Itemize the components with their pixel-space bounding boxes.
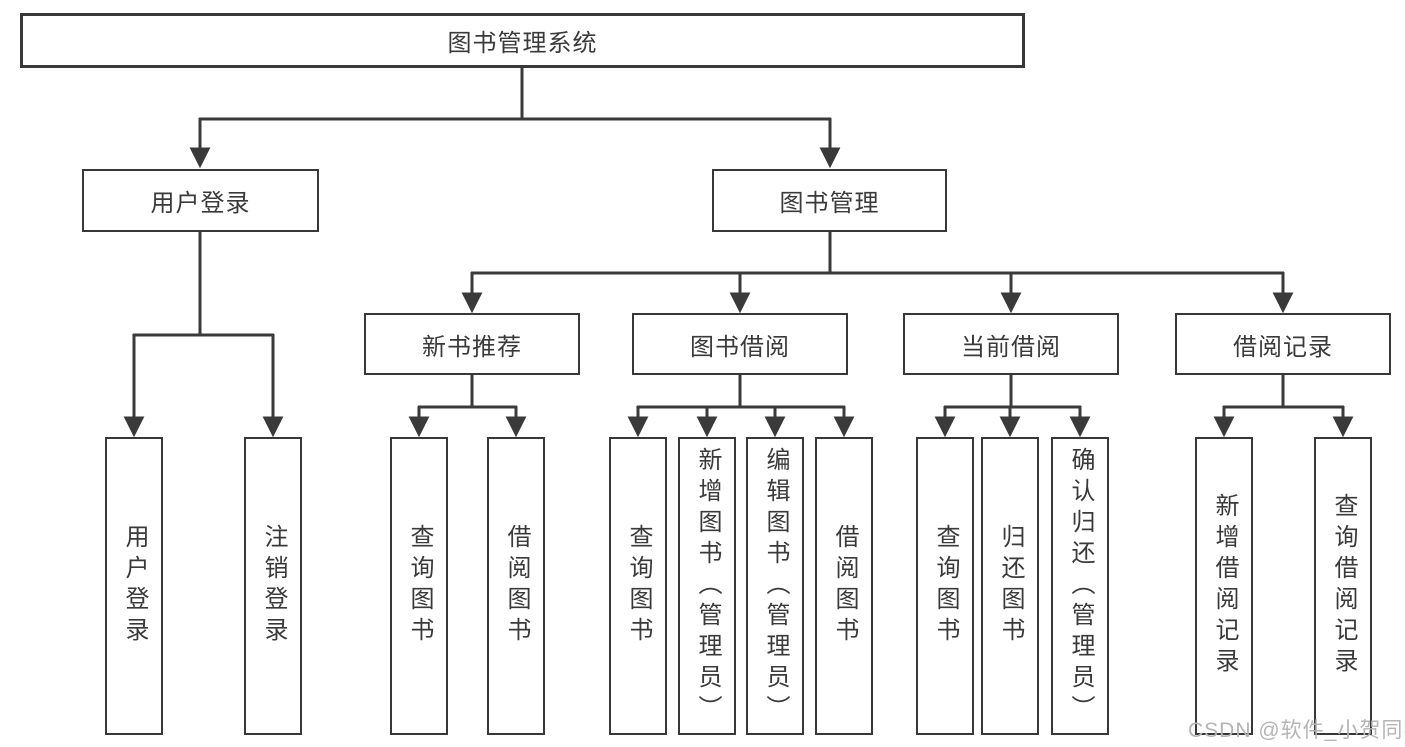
leaf-add-books-admin: 新增图书（管理员）: [678, 437, 736, 735]
node-current-borrowing: 当前借阅: [903, 313, 1119, 375]
leaf-query-books-borrowing: 查询图书: [609, 437, 667, 735]
node-book-management: 图书管理: [712, 169, 947, 232]
node-book-borrowing: 图书借阅: [632, 313, 848, 375]
leaf-borrow-books: 借阅图书: [815, 437, 873, 735]
watermark: CSDN @软件_小贺同学: [1188, 719, 1405, 742]
leaf-return-books: 归还图书: [981, 437, 1039, 735]
leaf-query-books-current: 查询图书: [916, 437, 974, 735]
leaf-add-borrow-record: 新增借阅记录: [1195, 437, 1253, 735]
leaf-borrow-books-recommend: 借阅图书: [487, 437, 545, 735]
node-user-login: 用户登录: [82, 169, 319, 232]
leaf-query-books-recommend: 查询图书: [390, 437, 448, 735]
leaf-edit-books-admin: 编辑图书（管理员）: [746, 437, 804, 735]
node-borrowing-records: 借阅记录: [1175, 313, 1391, 375]
leaf-confirm-return-admin: 确认归还（管理员）: [1051, 437, 1109, 735]
leaf-logout: 注销登录: [244, 437, 302, 735]
node-new-book-recommendation: 新书推荐: [364, 313, 580, 375]
node-root: 图书管理系统: [20, 13, 1025, 68]
leaf-user-login: 用户登录: [105, 437, 163, 735]
leaf-query-borrow-record: 查询借阅记录: [1314, 437, 1372, 735]
